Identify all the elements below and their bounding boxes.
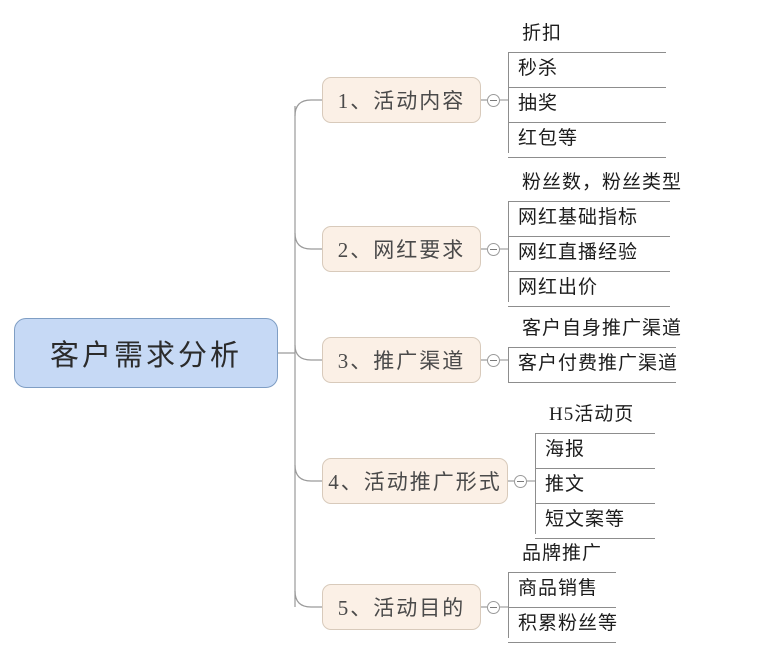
leaf-item[interactable]: 折扣 bbox=[508, 18, 666, 53]
branch-node-2[interactable]: 2、网红要求 bbox=[322, 226, 481, 272]
leaf-item[interactable]: 品牌推广 bbox=[508, 538, 616, 573]
collapse-toggle-5[interactable] bbox=[487, 601, 500, 614]
collapse-toggle-2[interactable] bbox=[487, 243, 500, 256]
leaf-spine-3 bbox=[508, 348, 509, 383]
branch-node-1[interactable]: 1、活动内容 bbox=[322, 77, 481, 123]
leaf-item[interactable]: 客户自身推广渠道 bbox=[508, 313, 681, 348]
leaf-spine-1 bbox=[508, 53, 509, 153]
branch-node-5-label: 5、活动目的 bbox=[337, 596, 466, 620]
leaf-item[interactable]: 海报 bbox=[535, 434, 655, 469]
leaf-item[interactable]: 网红出价 bbox=[508, 272, 670, 307]
leaf-item[interactable]: 网红直播经验 bbox=[508, 237, 670, 272]
branch-node-3[interactable]: 3、推广渠道 bbox=[322, 337, 481, 383]
leaf-item[interactable]: 客户付费推广渠道 bbox=[508, 348, 677, 383]
branch-node-4-label: 4、活动推广形式 bbox=[328, 470, 502, 494]
leaf-item[interactable]: 网红基础指标 bbox=[508, 202, 670, 237]
leaf-item[interactable]: H5活动页 bbox=[535, 399, 655, 434]
leaf-group-2: 粉丝数，粉丝类型 网红基础指标 网红直播经验 网红出价 bbox=[508, 167, 681, 307]
leaf-item[interactable]: 商品销售 bbox=[508, 573, 616, 608]
branch-node-1-label: 1、活动内容 bbox=[337, 89, 466, 113]
leaf-item[interactable]: 短文案等 bbox=[535, 504, 655, 539]
branch-node-4[interactable]: 4、活动推广形式 bbox=[322, 458, 508, 504]
branch-node-2-label: 2、网红要求 bbox=[337, 238, 466, 262]
collapse-toggle-3[interactable] bbox=[487, 354, 500, 367]
leaf-item[interactable]: 积累粉丝等 bbox=[508, 608, 617, 643]
leaf-spine-2 bbox=[508, 202, 509, 302]
leaf-group-3: 客户自身推广渠道 客户付费推广渠道 bbox=[508, 313, 681, 383]
branch-node-3-label: 3、推广渠道 bbox=[337, 349, 466, 373]
leaf-spine-4 bbox=[535, 434, 536, 534]
collapse-toggle-4[interactable] bbox=[514, 475, 527, 488]
leaf-group-4: H5活动页 海报 推文 短文案等 bbox=[535, 399, 655, 539]
leaf-spine-5 bbox=[508, 573, 509, 638]
leaf-item[interactable]: 红包等 bbox=[508, 123, 666, 158]
leaf-group-1: 折扣 秒杀 抽奖 红包等 bbox=[508, 18, 666, 158]
branch-node-5[interactable]: 5、活动目的 bbox=[322, 584, 481, 630]
leaf-item[interactable]: 粉丝数，粉丝类型 bbox=[508, 167, 681, 202]
root-node[interactable]: 客户需求分析 bbox=[14, 318, 278, 388]
leaf-item[interactable]: 推文 bbox=[535, 469, 655, 504]
leaf-item[interactable]: 抽奖 bbox=[508, 88, 666, 123]
root-node-label: 客户需求分析 bbox=[49, 340, 242, 372]
collapse-toggle-1[interactable] bbox=[487, 94, 500, 107]
leaf-item[interactable]: 秒杀 bbox=[508, 53, 666, 88]
leaf-group-5: 品牌推广 商品销售 积累粉丝等 bbox=[508, 538, 617, 643]
